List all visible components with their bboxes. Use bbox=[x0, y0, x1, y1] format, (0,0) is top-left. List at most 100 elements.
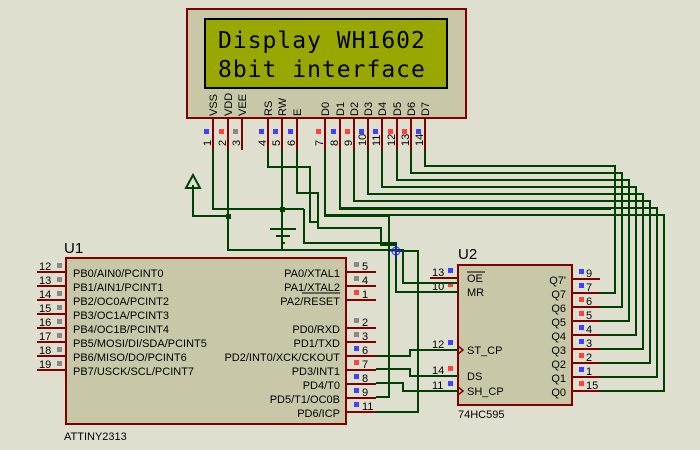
power-terminal[interactable] bbox=[184, 172, 202, 189]
u2-pin-q1[interactable]: 1Q1 bbox=[551, 366, 600, 385]
pin-name: PB3/OC1A/PCINT3 bbox=[73, 310, 169, 322]
lcd-pin-d0[interactable]: 7D0 bbox=[314, 102, 332, 150]
pin-state-indicator bbox=[273, 129, 278, 134]
pin-name: Q1 bbox=[551, 373, 566, 385]
lcd-pin-d1[interactable]: 8D1 bbox=[329, 102, 347, 150]
pin-state-indicator bbox=[579, 353, 584, 358]
u2-pin-q6[interactable]: 6Q6 bbox=[551, 296, 600, 315]
u2-part: 74HC595 bbox=[458, 409, 504, 421]
pin-state-indicator bbox=[354, 276, 359, 281]
pin-state-indicator bbox=[345, 129, 350, 134]
u2-pin-q4[interactable]: 4Q4 bbox=[551, 324, 600, 343]
lcd-pin-rw[interactable]: 5RW bbox=[271, 97, 289, 150]
u2-chip[interactable]: U2 74HC595 bbox=[457, 246, 573, 421]
lcd-display[interactable]: Display WH1602 8bit interface bbox=[186, 8, 467, 119]
pin-state-indicator bbox=[354, 332, 359, 337]
pin-number: 10 bbox=[357, 134, 369, 146]
pin-name: PB1/AIN1/PCINT1 bbox=[73, 282, 163, 294]
u2-pin-q7[interactable]: 7Q7 bbox=[551, 282, 600, 301]
lcd-line-1: Display WH1602 bbox=[218, 28, 426, 54]
pin-state-indicator bbox=[579, 297, 584, 302]
pin-name: SH_CP bbox=[467, 386, 504, 398]
pin-number: 7 bbox=[362, 359, 368, 371]
u2-pin-q7-prime[interactable]: 9Q7' bbox=[549, 268, 600, 287]
pin-number: 4 bbox=[362, 275, 368, 287]
lcd-line-2: 8bit interface bbox=[218, 57, 426, 83]
pin-number: 14 bbox=[39, 289, 51, 301]
pin-number: 8 bbox=[362, 373, 368, 385]
pin-number: 3 bbox=[362, 331, 368, 343]
pin-state-indicator bbox=[354, 290, 359, 295]
pin-name: Q7' bbox=[549, 275, 566, 287]
pin-state-indicator bbox=[359, 129, 364, 134]
u2-pin-q3[interactable]: 3Q3 bbox=[551, 338, 600, 357]
wire-sh-cp bbox=[376, 382, 458, 392]
probe-marker[interactable] bbox=[390, 245, 402, 257]
pin-number: 1 bbox=[202, 140, 214, 146]
pin-number: 11 bbox=[371, 135, 383, 146]
pin-name: PB2/OC0A/PCINT2 bbox=[73, 296, 169, 308]
pin-number: 1 bbox=[362, 289, 368, 301]
pin-number: 5 bbox=[362, 261, 368, 273]
pin-state-indicator bbox=[416, 129, 421, 134]
pin-state-indicator bbox=[579, 269, 584, 274]
lcd-pin-d2[interactable]: 9D2 bbox=[343, 102, 361, 150]
pin-state-indicator bbox=[579, 381, 584, 386]
wire-mr bbox=[395, 251, 458, 293]
pin-name: PB7/USCK/SCL/PCINT7 bbox=[73, 366, 194, 378]
pin-name: PD6/ICP bbox=[297, 408, 340, 420]
wire-st-cp bbox=[376, 349, 458, 357]
lcd-pin-e[interactable]: 6E bbox=[286, 109, 304, 150]
pin-state-indicator bbox=[57, 347, 62, 352]
pin-number: 9 bbox=[586, 268, 592, 280]
u2-pin-q5[interactable]: 5Q5 bbox=[551, 310, 600, 329]
lcd-pin-rs[interactable]: 4RS bbox=[257, 101, 275, 150]
u1-left-pins: 12PB0/AIN0/PCINT013PB1/AIN1/PCINT114PB2/… bbox=[37, 261, 207, 378]
u2-pin-q2[interactable]: 2Q2 bbox=[551, 352, 600, 371]
pin-number: 12 bbox=[39, 261, 51, 273]
wire-data-bit bbox=[381, 150, 637, 336]
pin-state-indicator bbox=[579, 283, 584, 288]
pin-number: 14 bbox=[414, 134, 426, 146]
pin-number: 13 bbox=[432, 267, 444, 279]
pin-state-indicator bbox=[448, 340, 453, 345]
u1-chip[interactable]: U1 ATTINY2313 bbox=[64, 240, 347, 443]
ground-terminal[interactable] bbox=[270, 228, 296, 244]
wire-data-bit bbox=[367, 150, 644, 350]
pin-state-indicator bbox=[354, 346, 359, 351]
pin-name: PD2/INT0/XCK/CKOUT bbox=[224, 352, 340, 364]
pin-state-indicator bbox=[57, 277, 62, 282]
wire-vdd bbox=[192, 150, 229, 217]
control-wires bbox=[376, 349, 458, 392]
pin-name: ST_CP bbox=[467, 345, 502, 357]
